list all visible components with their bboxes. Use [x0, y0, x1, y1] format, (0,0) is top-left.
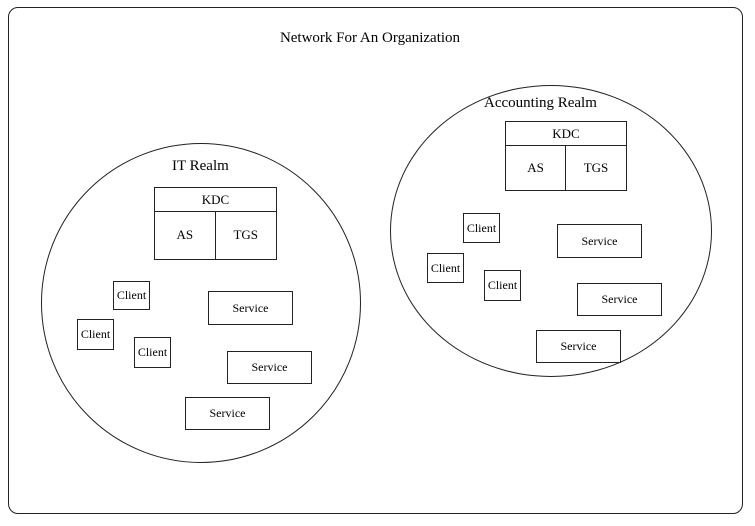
accounting-realm-circle [390, 85, 712, 377]
it-kdc-label: KDC [155, 188, 276, 212]
accounting-client-1: Client [463, 213, 500, 243]
it-service-2: Service [227, 351, 312, 384]
it-realm-circle [41, 143, 361, 463]
accounting-realm-label: Accounting Realm [484, 95, 597, 111]
accounting-as-cell: AS [506, 145, 566, 190]
it-client-1: Client [113, 281, 150, 310]
it-kdc: KDC AS TGS [154, 187, 277, 260]
organization-network-frame [8, 7, 743, 514]
it-realm-label: IT Realm [172, 158, 229, 174]
accounting-kdc-label: KDC [506, 122, 626, 146]
accounting-tgs-cell: TGS [583, 159, 609, 175]
it-client-2: Client [77, 319, 114, 350]
it-service-1: Service [208, 291, 293, 325]
it-as-cell: AS [155, 211, 216, 259]
accounting-client-3: Client [484, 270, 521, 301]
accounting-kdc: KDC AS TGS [505, 121, 627, 191]
diagram-title: Network For An Organization [279, 30, 461, 46]
it-tgs-cell: TGS [233, 227, 259, 242]
it-client-3: Client [134, 337, 171, 368]
accounting-client-2: Client [427, 253, 464, 283]
it-service-3: Service [185, 397, 270, 430]
accounting-service-3: Service [536, 330, 621, 363]
accounting-service-2: Service [577, 283, 662, 316]
accounting-service-1: Service [557, 224, 642, 258]
